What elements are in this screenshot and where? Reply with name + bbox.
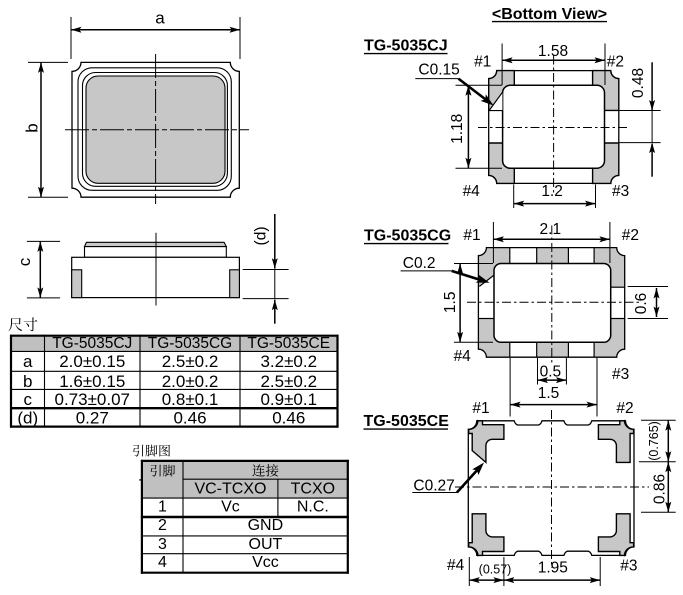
svg-text:TG-5035CG: TG-5035CG [364,228,451,245]
svg-text:1.5: 1.5 [442,292,459,314]
svg-text:TG-5035CE: TG-5035CE [247,335,330,352]
svg-text:#4: #4 [447,557,465,574]
svg-text:(d): (d) [17,409,38,428]
svg-text:0.86: 0.86 [652,474,669,504]
svg-text:TCXO: TCXO [291,480,335,497]
svg-text:#3: #3 [612,366,629,383]
svg-text:TG-5035CE: TG-5035CE [364,413,450,430]
svg-text:C0.27: C0.27 [413,477,454,494]
svg-text:0.73±0.07: 0.73±0.07 [54,390,130,409]
svg-text:#3: #3 [620,558,637,575]
svg-text:#2: #2 [622,227,639,244]
svg-text:#2: #2 [607,54,624,71]
svg-text:2.1: 2.1 [540,221,562,238]
svg-text:<Bottom View>: <Bottom View> [492,6,607,23]
svg-text:1.5: 1.5 [538,385,560,402]
svg-text:#3: #3 [612,183,629,200]
svg-text:4: 4 [158,554,167,571]
svg-text:0.6: 0.6 [633,293,650,315]
svg-text:OUT: OUT [249,536,283,553]
svg-text:Vc: Vc [221,498,240,515]
svg-text:b: b [23,372,32,391]
svg-text:GND: GND [248,517,284,534]
svg-text:2.0±0.2: 2.0±0.2 [162,372,219,391]
svg-text:#1: #1 [463,227,480,244]
svg-text:(d): (d) [253,227,270,246]
svg-text:TG-5035CG: TG-5035CG [148,335,232,352]
svg-text:#1: #1 [472,400,489,417]
svg-text:0.48: 0.48 [630,68,647,98]
svg-text:TG-5035CJ: TG-5035CJ [364,38,448,55]
svg-text:VC-TCXO: VC-TCXO [194,480,266,497]
svg-text:1.95: 1.95 [538,560,568,577]
svg-text:1.18: 1.18 [449,114,466,144]
svg-text:C0.2: C0.2 [403,255,436,272]
svg-text:a: a [155,9,165,28]
svg-text:2.5±0.2: 2.5±0.2 [162,352,219,371]
svg-text:2.5±0.2: 2.5±0.2 [260,372,317,391]
svg-text:#4: #4 [463,183,481,200]
svg-text:0.46: 0.46 [272,409,305,428]
svg-text:(0.765): (0.765) [647,421,661,461]
svg-text:1.6±0.15: 1.6±0.15 [59,372,125,391]
svg-text:(0.57): (0.57) [479,562,512,576]
svg-text:c: c [24,390,33,409]
svg-text:#1: #1 [474,54,491,71]
svg-text:0.46: 0.46 [173,409,206,428]
svg-text:0.9±0.1: 0.9±0.1 [260,390,317,409]
svg-text:1.2: 1.2 [541,183,563,200]
svg-text:#2: #2 [616,400,633,417]
svg-text:2: 2 [158,517,167,534]
svg-text:2.0±0.15: 2.0±0.15 [59,352,125,371]
svg-text:3.2±0.2: 3.2±0.2 [260,352,317,371]
svg-text:3: 3 [158,536,167,553]
svg-text:C0.15: C0.15 [418,62,459,79]
svg-text:0.5: 0.5 [540,364,562,381]
svg-text:#4: #4 [454,348,472,365]
svg-text:0.27: 0.27 [76,409,109,428]
svg-text:b: b [23,123,42,132]
svg-text:1.58: 1.58 [538,43,568,60]
svg-text:c: c [15,257,34,266]
svg-text:0.8±0.1: 0.8±0.1 [162,390,219,409]
svg-text:TG-5035CJ: TG-5035CJ [52,335,132,352]
svg-text:a: a [23,352,33,371]
svg-text:Vcc: Vcc [252,554,279,571]
svg-text:N.C.: N.C. [297,498,329,515]
svg-text:1: 1 [158,498,167,515]
